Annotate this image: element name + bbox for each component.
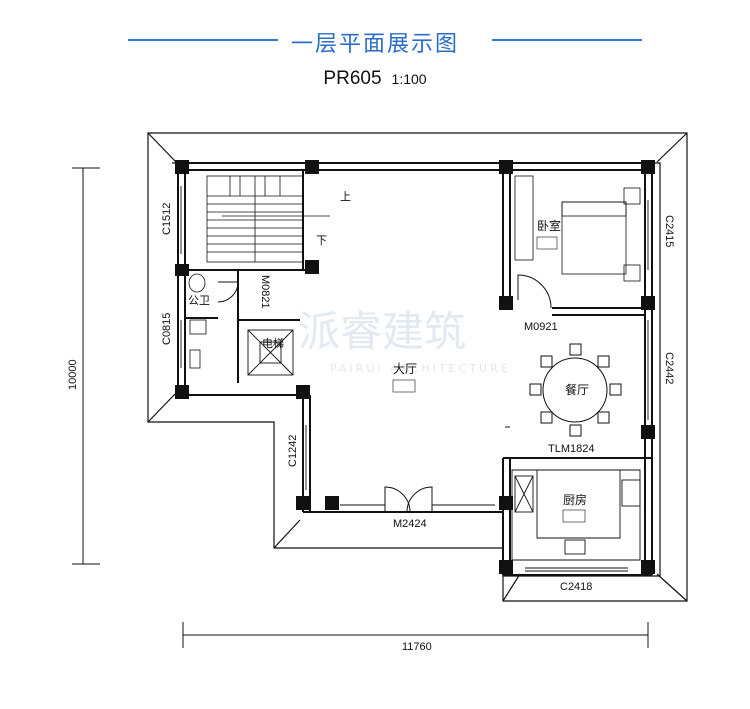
door-label-tlm1824: TLM1824	[548, 443, 594, 455]
doors	[217, 274, 552, 513]
room-label-elevator: 电梯	[262, 337, 284, 350]
elevator-shaft	[247, 329, 294, 376]
dining-table	[529, 343, 622, 437]
room-label-kitchen: 厨房	[563, 492, 587, 507]
header-line-right	[492, 39, 642, 41]
page-title: 一层平面展示图	[290, 32, 459, 57]
dimension-lines	[72, 167, 649, 648]
hall-tag-box	[392, 379, 416, 393]
stair-up-label: 上	[340, 190, 351, 203]
room-label-toilet: 公卫	[188, 295, 210, 307]
kitchen-tag-box	[562, 509, 586, 523]
kitchen-counter	[511, 469, 641, 561]
dimension-depth: 10000	[67, 359, 79, 390]
staircase	[206, 175, 330, 263]
window-label-c2442: C2442	[663, 352, 675, 384]
room-label-dining: 餐厅	[565, 382, 589, 397]
dimension-width: 11760	[402, 641, 432, 653]
room-label-bedroom: 卧室	[537, 218, 561, 233]
toilet-fixtures	[188, 273, 207, 369]
window-label-c2415: C2415	[663, 215, 675, 247]
plan-subtitle: PR605 1:100	[0, 68, 750, 90]
window-label-c1242: C1242	[287, 435, 299, 467]
door-label-m0921: M0921	[524, 321, 558, 333]
window-label-c2418: C2418	[560, 581, 592, 593]
bedroom-tag-box	[536, 236, 558, 250]
plan-scale: 1:100	[391, 71, 427, 87]
window-label-c1512: C1512	[161, 203, 173, 235]
windows	[177, 186, 653, 576]
window-label-c0815: C0815	[161, 313, 173, 345]
stair-down-label: 下	[316, 235, 327, 247]
door-label-m2424: M2424	[393, 518, 427, 530]
bedroom-furniture	[514, 175, 641, 282]
watermark-text: 派睿建筑	[298, 307, 466, 356]
header-line-left	[128, 39, 278, 41]
room-label-hall: 大厅	[393, 362, 417, 376]
watermark-subtext: PAIRUI ARCHITECTURE	[330, 362, 511, 375]
plan-code: PR605	[323, 68, 382, 89]
door-label-m0821: M0821	[259, 275, 271, 309]
columns	[175, 160, 655, 574]
